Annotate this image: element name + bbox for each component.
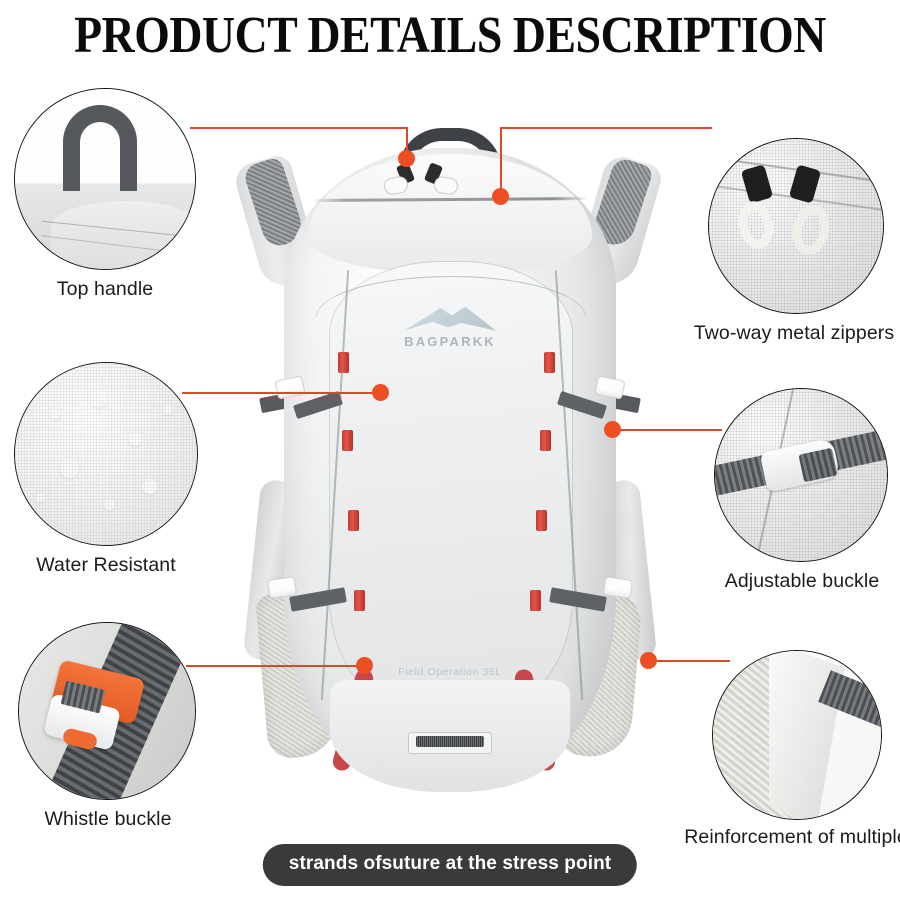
- daisy-chain-loop: [530, 590, 541, 611]
- leader-line-water-resistant: [182, 392, 380, 395]
- leader-line-zippers: [500, 127, 712, 130]
- leader-dot-adjustable-buckle: [604, 421, 621, 438]
- callout-image-top-handle: [14, 88, 196, 270]
- brand-name: BAGPARKK: [404, 334, 496, 349]
- leader-dot-water-resistant: [372, 384, 389, 401]
- callout-reinforcement: Reinforcement of multiple: [684, 650, 900, 848]
- bottom-caption-badge: strands ofsuture at the stress point: [262, 844, 638, 886]
- page-title: PRODUCT DETAILS DESCRIPTION: [74, 7, 826, 64]
- callout-water-resistant: Water Resistant: [14, 362, 198, 576]
- bottom-tab-stitching: [416, 736, 484, 747]
- callout-image-whistle-buckle: [18, 622, 196, 800]
- callout-top-handle: Top handle: [14, 88, 196, 300]
- handle-webbing-shape: [63, 105, 137, 191]
- daisy-chain-loop: [348, 510, 359, 531]
- front-panel: [330, 262, 572, 714]
- callout-adjustable-buckle: Adjustable buckle: [714, 388, 888, 592]
- callout-label-adjustable-buckle: Adjustable buckle: [724, 570, 880, 592]
- daisy-chain-loop: [536, 510, 547, 531]
- callout-label-zippers: Two-way metal zippers: [693, 322, 895, 344]
- callout-label-reinforcement: Reinforcement of multiple: [684, 826, 900, 848]
- backpack-lid: [308, 154, 592, 272]
- model-text: Field Operation 35L: [398, 666, 502, 678]
- daisy-chain-loop: [544, 352, 555, 373]
- callout-whistle-buckle: Whistle buckle: [18, 622, 196, 830]
- leader-dot-reinforcement: [640, 652, 657, 669]
- compression-buckle-lower-right: [602, 576, 634, 599]
- leader-dot-top-handle: [398, 150, 415, 167]
- callout-label-water-resistant: Water Resistant: [36, 554, 176, 576]
- leader-line-reinforcement: [648, 660, 730, 663]
- leader-line-top-handle: [190, 127, 408, 130]
- callout-image-zippers: [708, 138, 884, 314]
- daisy-chain-loop: [540, 430, 551, 451]
- daisy-chain-loop: [342, 430, 353, 451]
- product-image-backpack: BAGPARKK Field Operation 35L: [231, 120, 665, 830]
- daisy-chain-loop: [338, 352, 349, 373]
- fabric-weave: [15, 363, 197, 545]
- leader-dot-zippers: [492, 188, 509, 205]
- leader-line-adjustable-buckle: [612, 429, 722, 432]
- callout-image-reinforcement: [712, 650, 882, 820]
- leader-dot-whistle-buckle: [356, 657, 373, 674]
- leader-line-top-handle-drop: [406, 127, 409, 157]
- brand-logo: BAGPARKK: [370, 302, 530, 349]
- mountain-logo-icon: [403, 306, 497, 331]
- callout-label-top-handle: Top handle: [56, 278, 154, 300]
- leader-line-whistle-buckle: [186, 665, 364, 668]
- water-droplets: [15, 363, 197, 545]
- callout-label-whistle-buckle: Whistle buckle: [44, 808, 172, 830]
- daisy-chain-loop: [354, 590, 365, 611]
- callout-image-water-resistant: [14, 362, 198, 546]
- callout-image-adjustable-buckle: [714, 388, 888, 562]
- leader-line-zippers-drop: [500, 127, 503, 189]
- callout-two-way-metal-zippers: Two-way metal zippers: [694, 138, 894, 344]
